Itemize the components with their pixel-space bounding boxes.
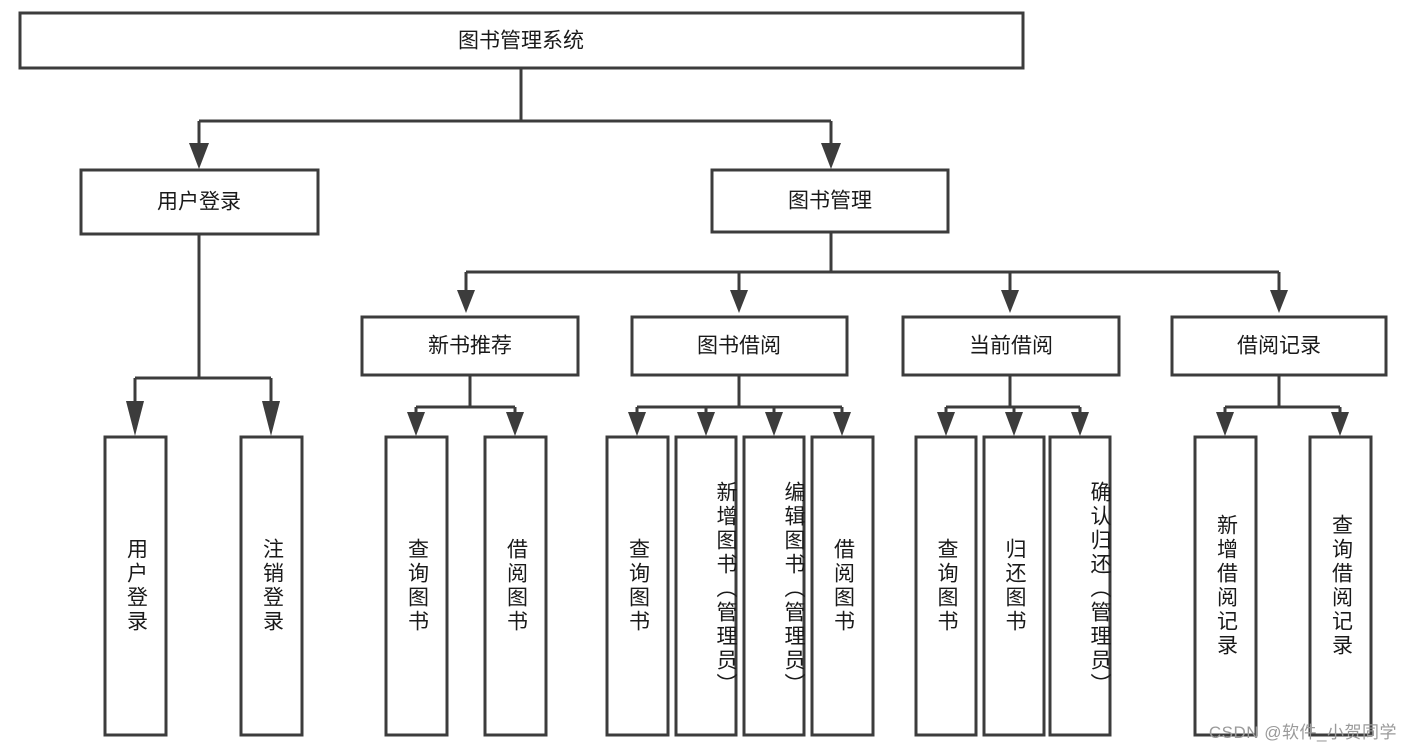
node-leaf-user-login[interactable]	[103, 435, 168, 737]
node-leaf-borrow-book-recommend-label: 借阅图书	[504, 538, 528, 634]
arrow-currentborrow-leaf-1	[937, 412, 955, 436]
node-leaf-borrow-book-label: 借阅图书	[831, 538, 855, 634]
arrow-newbook-leaf-1	[407, 412, 425, 436]
node-borrow-record[interactable]	[1170, 315, 1388, 377]
node-leaf-edit-book-admin[interactable]	[742, 435, 806, 737]
node-leaf-return-book[interactable]	[982, 435, 1046, 737]
arrow-root-to-book-mgmt	[821, 143, 841, 169]
node-leaf-query-book-current-label: 查询图书	[935, 538, 959, 634]
node-root-label: 图书管理系统	[458, 30, 584, 53]
arrow-book-mgmt-child-2	[730, 290, 748, 313]
node-borrow-record-label: 借阅记录	[1237, 335, 1321, 358]
node-leaf-query-borrow-record-label: 查询借阅记录	[1329, 514, 1353, 658]
node-book-borrow-label: 图书借阅	[697, 335, 781, 358]
arrow-user-login-leaf-1	[126, 401, 144, 436]
box-layer: 图书管理系统 用户登录 图书管理 新书推荐 图书借阅 当前借阅 借阅记录	[18, 11, 1388, 737]
arrow-book-mgmt-child-4	[1270, 290, 1288, 313]
node-leaf-query-book-recommend-label: 查询图书	[405, 538, 429, 634]
node-user-login[interactable]	[79, 168, 320, 236]
arrow-bookborrow-leaf-4	[833, 412, 851, 436]
node-leaf-add-book-admin[interactable]	[674, 435, 738, 737]
arrow-book-mgmt-child-1	[457, 290, 475, 313]
node-book-management[interactable]	[710, 168, 950, 234]
node-new-book-recommend-label: 新书推荐	[428, 335, 512, 358]
node-leaf-add-borrow-record[interactable]	[1193, 435, 1258, 737]
node-leaf-confirm-return-admin-label: 确认归还（管理员）	[1088, 481, 1111, 697]
arrow-currentborrow-leaf-2	[1005, 412, 1023, 436]
node-leaf-add-book-admin-label: 新增图书（管理员）	[714, 481, 737, 697]
arrow-borrowrecord-leaf-1	[1216, 412, 1234, 436]
arrow-newbook-leaf-2	[506, 412, 524, 436]
node-leaf-query-book-borrow[interactable]	[605, 435, 670, 737]
node-leaf-query-book-borrow-label: 查询图书	[626, 538, 650, 634]
node-leaf-user-login-label: 用户登录	[124, 538, 148, 634]
node-current-borrow-label: 当前借阅	[969, 335, 1053, 358]
node-current-borrow[interactable]	[901, 315, 1121, 377]
node-book-borrow[interactable]	[630, 315, 849, 377]
arrow-user-login-leaf-2	[262, 401, 280, 436]
arrow-bookborrow-leaf-3	[765, 412, 783, 436]
arrow-currentborrow-leaf-3	[1071, 412, 1089, 436]
arrow-root-to-user-login	[189, 143, 209, 169]
arrow-bookborrow-leaf-1	[628, 412, 646, 436]
node-leaf-logout-label: 注销登录	[260, 538, 284, 634]
arrow-book-mgmt-child-3	[1001, 290, 1019, 313]
node-leaf-logout[interactable]	[239, 435, 304, 737]
arrow-bookborrow-leaf-2	[697, 412, 715, 436]
node-leaf-query-borrow-record[interactable]	[1308, 435, 1373, 737]
csdn-watermark: CSDN @软件_小贺同学	[1208, 723, 1397, 742]
arrow-borrowrecord-leaf-2	[1331, 412, 1349, 436]
node-leaf-query-book-current[interactable]	[914, 435, 978, 737]
connector-layer	[126, 68, 1349, 436]
node-user-login-label: 用户登录	[157, 191, 241, 214]
node-book-management-label: 图书管理	[788, 190, 872, 213]
node-leaf-edit-book-admin-label: 编辑图书（管理员）	[782, 481, 805, 697]
node-leaf-query-book-recommend[interactable]	[384, 435, 449, 737]
node-leaf-borrow-book[interactable]	[810, 435, 875, 737]
node-root-book-management-system[interactable]	[18, 11, 1025, 70]
node-new-book-recommend[interactable]	[360, 315, 580, 377]
node-leaf-add-borrow-record-label: 新增借阅记录	[1214, 514, 1238, 658]
node-leaf-confirm-return-admin[interactable]	[1048, 435, 1112, 737]
node-leaf-borrow-book-recommend[interactable]	[483, 435, 548, 737]
node-leaf-return-book-label: 归还图书	[1003, 538, 1027, 634]
